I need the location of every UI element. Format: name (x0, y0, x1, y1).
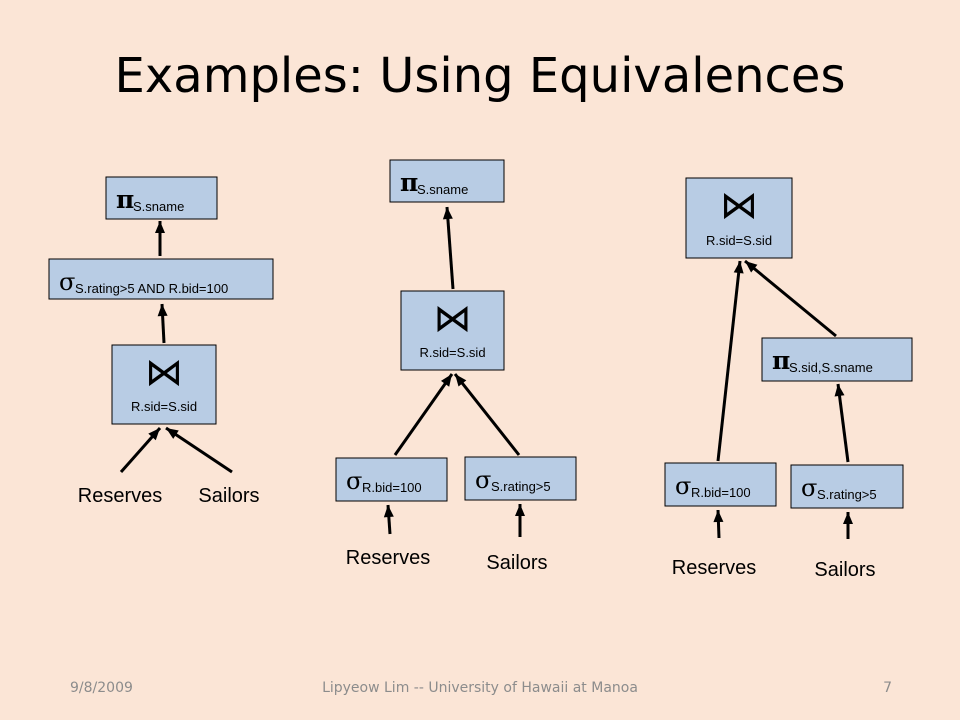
relation-reserves: Reserves (78, 485, 162, 507)
edge-arrow (453, 373, 521, 456)
operator-box (105, 176, 218, 220)
project-attributes: S.sname (417, 182, 468, 197)
select-symbol: σ (59, 268, 75, 296)
join-condition: R.sid=S.sid (131, 399, 197, 414)
operator-box (464, 456, 577, 501)
edge-arrow (157, 303, 168, 344)
edge-arrow (155, 221, 165, 256)
edge-arrow (515, 504, 525, 537)
relation-reserves: Reserves (672, 557, 756, 579)
edge-arrow (843, 512, 853, 539)
footer-author: Lipyeow Lim -- University of Hawaii at M… (322, 680, 638, 696)
edge-arrow (165, 426, 233, 474)
relation-sailors: Sailors (198, 485, 259, 507)
project-symbol: π (772, 346, 790, 375)
t3-proj-node: πS.sid,S.sname (761, 337, 913, 382)
operator-box (335, 457, 448, 502)
join-condition: R.sid=S.sid (419, 345, 485, 360)
select-symbol: σ (675, 472, 691, 500)
t3-join-node: ⋈ R.sid=S.sid (685, 177, 793, 259)
select-symbol: σ (346, 467, 362, 495)
edge-arrow (744, 259, 837, 338)
t1-join-node: ⋈ R.sid=S.sid (111, 344, 217, 425)
operator-box (48, 258, 274, 300)
edge-arrow (119, 427, 162, 473)
edge-arrow (716, 260, 744, 462)
operator-box (685, 177, 793, 259)
project-attributes: S.sname (133, 199, 184, 214)
project-attributes: S.sid,S.sname (789, 360, 873, 375)
operator-box (400, 290, 505, 371)
operator-box (111, 344, 217, 425)
t1-proj-node: πS.sname (105, 176, 218, 220)
edge-arrow (393, 373, 454, 456)
select-condition: S.rating>5 (491, 479, 551, 494)
select-condition: R.bid=100 (691, 485, 751, 500)
select-symbol: σ (801, 474, 817, 502)
select-condition: R.bid=100 (362, 480, 422, 495)
operator-box (389, 159, 505, 203)
footer-date: 9/8/2009 (70, 680, 133, 696)
page-number: 7 (883, 680, 892, 696)
select-condition: S.rating>5 (817, 487, 877, 502)
select-condition: S.rating>5 AND R.bid=100 (75, 281, 228, 296)
join-symbol: ⋈ (720, 183, 758, 227)
operator-box (761, 337, 913, 382)
edge-arrow (442, 206, 455, 290)
project-symbol: π (116, 185, 134, 214)
select-symbol: σ (475, 466, 491, 494)
edge-arrow (713, 509, 724, 539)
operator-box (664, 462, 777, 507)
project-symbol: π (400, 168, 418, 197)
edge-arrow (383, 504, 394, 535)
join-symbol: ⋈ (434, 296, 472, 340)
slide-title: Examples: Using Equivalences (114, 48, 846, 104)
join-symbol: ⋈ (145, 350, 183, 394)
relation-reserves: Reserves (346, 547, 430, 569)
join-condition: R.sid=S.sid (706, 233, 772, 248)
t2-proj-node: πS.sname (389, 159, 505, 203)
relation-sailors: Sailors (814, 559, 875, 581)
relation-sailors: Sailors (486, 552, 547, 574)
edge-arrow (834, 383, 850, 463)
operator-box (790, 464, 904, 509)
t2-join-node: ⋈ R.sid=S.sid (400, 290, 505, 371)
